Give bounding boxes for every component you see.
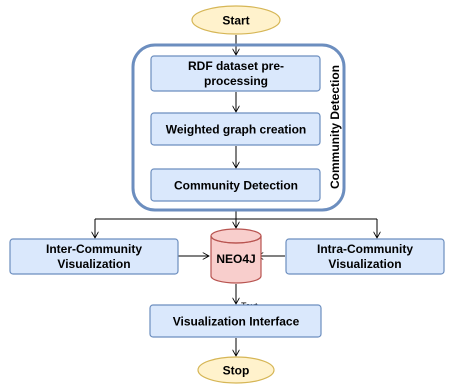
start-label: Start [222, 14, 249, 28]
neo4j-label: NEO4J [216, 252, 255, 266]
intra-line1: Intra-Community [317, 242, 413, 256]
intra-community-node: Intra-Community Visualization [285, 238, 445, 275]
start-terminal [191, 5, 281, 35]
start-node: Start [191, 5, 281, 35]
visualization-interface-node: Visualization Interface [149, 304, 322, 338]
inter-line1: Inter-Community [46, 242, 142, 256]
stop-node: Stop [197, 356, 275, 384]
edges [95, 35, 377, 356]
stop-label: Stop [223, 364, 250, 378]
rdf-preprocessing-node: RDF dataset pre- processing [150, 55, 321, 92]
neo4j-database: NEO4J [210, 228, 262, 284]
inter-community-node: Inter-Community Visualization [9, 238, 179, 275]
rdf-preprocessing-box [150, 55, 321, 92]
inter-line2: Visualization [57, 257, 130, 271]
rdf-line2: processing [204, 74, 268, 88]
community-detection-node: Community Detection [150, 168, 321, 202]
neo4j-cylinder-rim [210, 235, 262, 244]
intra-community-box [285, 238, 445, 275]
visualization-interface-box [149, 304, 322, 338]
community-detection-box [150, 168, 321, 202]
visualization-interface-label: Visualization Interface [173, 315, 300, 329]
weighted-graph-label: Weighted graph creation [166, 123, 306, 137]
weighted-graph-node: Weighted graph creation [150, 112, 321, 146]
rdf-line1: RDF dataset pre- [188, 59, 284, 73]
neo4j-cylinder-body [210, 236, 262, 284]
group-label: Community Detection [328, 65, 342, 189]
weighted-graph-box [150, 112, 321, 146]
intra-line2: Visualization [328, 257, 401, 271]
inter-community-box [9, 238, 179, 275]
community-detection-label: Community Detection [174, 179, 298, 193]
stop-terminal [197, 356, 275, 384]
community-detection-group [131, 43, 346, 212]
